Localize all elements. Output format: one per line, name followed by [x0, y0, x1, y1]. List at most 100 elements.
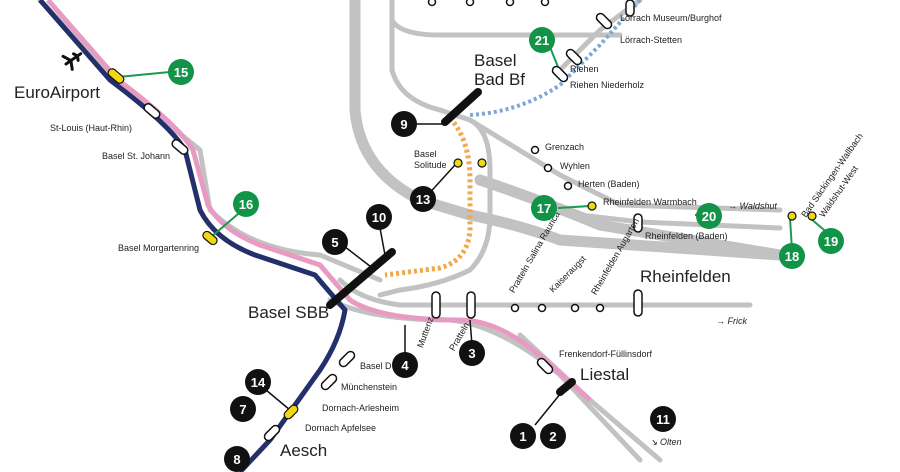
station-morgartenring: Basel Morgartenring [118, 243, 200, 253]
pill-riehen [551, 65, 569, 83]
pill-st-louis [143, 103, 161, 119]
yellow-stations [107, 68, 817, 420]
yellow-solitude [453, 158, 463, 168]
orange-dotted-line [384, 116, 473, 278]
aesch-label: Aesch [280, 441, 328, 460]
pill-munchenstein [320, 373, 338, 391]
dot-top-b [465, 0, 475, 7]
marker-18[interactable]: 18 [779, 243, 805, 269]
marker-11[interactable]: 11 [650, 406, 676, 432]
yellow-dornach-arlesheim [283, 404, 299, 420]
marker-4[interactable]: 4 [392, 352, 418, 378]
gray-line-badbf-loop [377, 0, 493, 298]
station-st-louis: St-Louis (Haut-Rhin) [50, 123, 133, 133]
marker-2[interactable]: 2 [540, 423, 566, 449]
yellow-waldshut-west [807, 211, 817, 221]
yellow-morgartenring [202, 230, 218, 246]
dot-top-d [540, 0, 550, 7]
connector-17 [557, 205, 591, 209]
basel-sbb-label: Basel SBB [248, 303, 330, 322]
dot-kaiseraugst [537, 303, 547, 313]
s-bahn-gray-thin-lines [37, 0, 783, 463]
yellow-warmbach [587, 201, 597, 211]
marker-14[interactable]: 14 [245, 369, 271, 395]
station-dreispitz: Basel D [360, 361, 392, 371]
pill-rheinfelden [633, 289, 643, 317]
basel-bad-bf-label-1: Basel [474, 51, 517, 70]
station-dornach-apfelsee: Dornach Apfelsee [305, 423, 377, 433]
marker-15[interactable]: 15 [168, 59, 194, 85]
station-lorrach-stetten: Lörrach-Stetten [620, 35, 683, 45]
station-wyhlen: Wyhlen [560, 161, 590, 171]
station-riehen-niederholz: Riehen Niederholz [570, 80, 645, 90]
pill-rheinfelden-baden [633, 213, 643, 233]
pill-lorrach-stetten [565, 48, 583, 66]
liestal-label: Liestal [580, 365, 630, 384]
gray-line-top [389, 0, 623, 38]
pill-st-johann [171, 139, 189, 155]
yellow-euroairport [107, 68, 125, 84]
marker-10[interactable]: 10 [366, 204, 392, 230]
station-lorrach-museum: Lörrach Museum/Burghof [620, 13, 722, 23]
dot-augarten-b [595, 303, 605, 313]
marker-5[interactable]: 5 [322, 229, 348, 255]
pill-pratteln-b [466, 291, 476, 319]
liestal-bar [556, 378, 576, 396]
station-herten: Herten (Baden) [578, 179, 640, 189]
dot-top-c [505, 0, 515, 7]
station-grenzach: Grenzach [545, 142, 585, 152]
marker-3[interactable]: 3 [459, 340, 485, 366]
yellow-bad-sackingen [787, 211, 797, 221]
station-munchenstein: Münchenstein [341, 382, 398, 392]
hub-bars [326, 88, 576, 396]
rheinfelden-label: Rheinfelden [640, 267, 731, 286]
station-solitude-2: Solitude [414, 160, 447, 170]
yellow-solitude-b [477, 158, 487, 168]
marker-21[interactable]: 21 [529, 27, 555, 53]
dot-salina [510, 303, 520, 313]
station-dots [427, 0, 605, 313]
pill-pratteln-a [431, 291, 441, 319]
airplane-icon [61, 52, 83, 71]
connector-10 [379, 227, 386, 256]
marker-8[interactable]: 8 [224, 446, 250, 472]
pill-dornach-apfelsee [263, 424, 281, 442]
dot-grenzach [530, 145, 540, 155]
marker-1[interactable]: 1 [510, 423, 536, 449]
euroairport-label: EuroAirport [14, 83, 100, 102]
basel-bad-bf-label-2: Bad Bf [474, 70, 526, 89]
dot-top-a [427, 0, 437, 7]
marker-17[interactable]: 17 [531, 195, 557, 221]
station-rheinfelden-baden: Rheinfelden (Baden) [645, 231, 728, 241]
station-warmbach: Rheinfelden Warmbach [603, 197, 697, 207]
basel-bad-bf-bar [441, 88, 482, 126]
basel-sbb-bar [326, 248, 396, 309]
marker-13[interactable]: 13 [410, 186, 436, 212]
dest-frick: → Frick [716, 316, 747, 326]
pink-line [46, 0, 592, 402]
station-frenkendorf: Frenkendorf-Füllinsdorf [559, 349, 653, 359]
marker-9[interactable]: 9 [391, 111, 417, 137]
marker-19[interactable]: 19 [818, 228, 844, 254]
dot-wyhlen [543, 163, 553, 173]
pill-frenkendorf [536, 357, 554, 375]
station-dornach-arlesheim: Dornach-Arlesheim [322, 403, 400, 413]
station-st-johann: Basel St. Johann [102, 151, 171, 161]
pill-dreispitz [338, 350, 356, 368]
connector-15 [117, 71, 171, 78]
blue-dotted-line [469, 0, 642, 117]
gray-line-liestal-main [337, 277, 753, 308]
dot-herten [563, 181, 573, 191]
station-solitude-1: Basel [414, 149, 437, 159]
dest-waldshut: → Waldshut [728, 201, 777, 211]
marker-20[interactable]: 20 [696, 203, 722, 229]
marker-16[interactable]: 16 [233, 191, 259, 217]
station-riehen: Riehen [570, 64, 599, 74]
pill-lorrach-top [625, 0, 635, 17]
dest-olten: ↘ Olten [650, 437, 682, 447]
dot-augarten-a [570, 303, 580, 313]
station-pills [143, 0, 643, 442]
marker-7[interactable]: 7 [230, 396, 256, 422]
